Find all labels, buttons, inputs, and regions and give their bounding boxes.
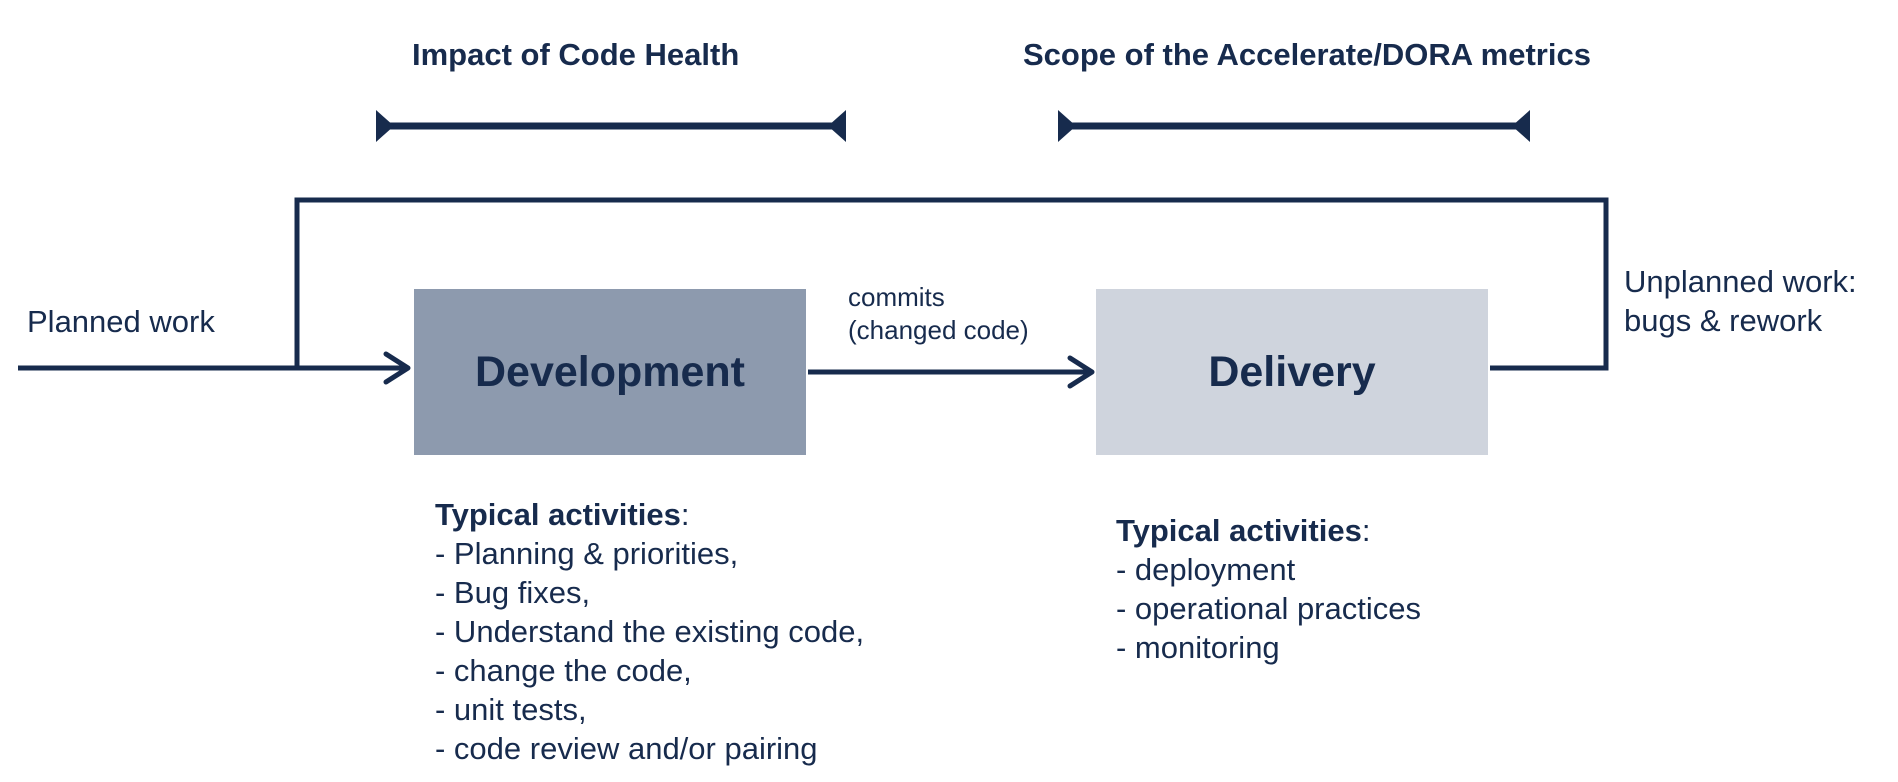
planned-work-label: Planned work <box>27 304 215 339</box>
list-item: - code review and/or pairing <box>435 731 818 766</box>
delivery-box: Delivery <box>1096 289 1488 455</box>
list-item: - deployment <box>1116 552 1296 587</box>
list-item: - Planning & priorities, <box>435 536 739 571</box>
code-health-scope-label: Impact of Code Health <box>412 37 740 72</box>
commits-label: commits (changed code) <box>848 281 1029 346</box>
list-item: - change the code, <box>435 653 692 688</box>
dora-scope-bracket <box>1058 110 1530 142</box>
commits-label-line1: commits <box>848 282 945 312</box>
commits-label-line2: (changed code) <box>848 314 1029 345</box>
dora-scope-label: Scope of the Accelerate/DORA metrics <box>1023 37 1591 72</box>
feedback-loop-line <box>294 197 1609 371</box>
development-activities-heading: Typical activities: <box>435 497 690 532</box>
delivery-box-label: Delivery <box>1208 347 1376 396</box>
delivery-activities: Typical activities: - deployment - opera… <box>1116 511 1421 667</box>
planned-work-arrow <box>18 351 411 385</box>
list-item: - monitoring <box>1116 630 1280 665</box>
unplanned-work-line2: bugs & rework <box>1624 302 1823 338</box>
unplanned-work-label: Unplanned work: bugs & rework <box>1624 263 1857 341</box>
delivery-activities-heading: Typical activities: <box>1116 513 1371 548</box>
development-box-label: Development <box>474 347 745 396</box>
code-health-scope-bracket <box>376 110 846 142</box>
list-item: - operational practices <box>1116 591 1421 626</box>
list-item: - Understand the existing code, <box>435 614 865 649</box>
commits-arrow <box>808 355 1095 389</box>
development-activities: Typical activities: - Planning & priorit… <box>435 495 864 768</box>
development-box: Development <box>414 289 806 455</box>
list-item: - unit tests, <box>435 692 587 727</box>
list-item: - Bug fixes, <box>435 575 591 610</box>
unplanned-work-line1: Unplanned work: <box>1624 264 1857 299</box>
